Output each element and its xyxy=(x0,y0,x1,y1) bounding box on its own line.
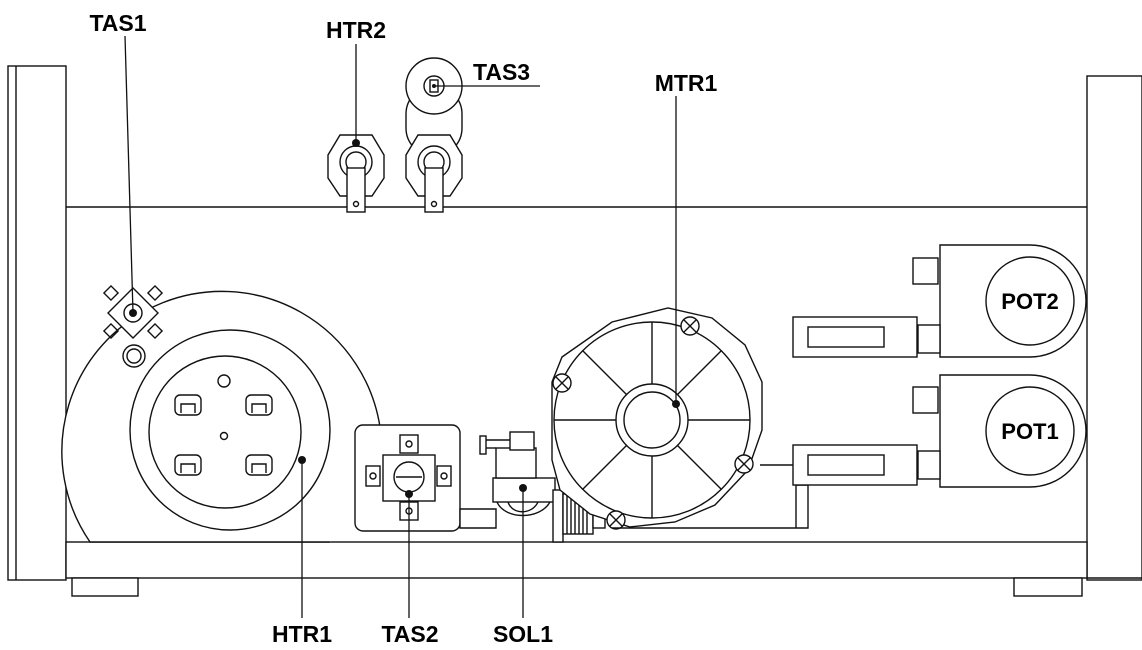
heater-tank xyxy=(61,290,381,543)
pot2-dial xyxy=(985,256,1075,346)
label-mtr1: MTR1 xyxy=(655,70,718,96)
label-tas3: TAS3 xyxy=(473,59,530,85)
mtr1-motor xyxy=(551,307,809,530)
pot2-shaft xyxy=(792,316,918,358)
tas2-bracket xyxy=(354,424,461,532)
pot2-potentiometer xyxy=(792,244,1087,358)
cabinet-frame xyxy=(7,65,1142,597)
tank-flange xyxy=(129,329,331,531)
fan-spokes xyxy=(554,322,750,518)
tas2-thermostat xyxy=(354,424,461,532)
leader-lines xyxy=(124,35,677,618)
tas1-reset-button xyxy=(122,344,146,368)
valve-inlet-pipe xyxy=(459,508,497,529)
pot1-shaft xyxy=(792,444,918,486)
label-htr2: HTR2 xyxy=(326,17,386,43)
element-terminals xyxy=(174,394,273,476)
right-foot xyxy=(1013,577,1083,597)
pot1-potentiometer xyxy=(792,374,1087,488)
tas1-leader xyxy=(124,35,134,314)
element-plate xyxy=(148,355,302,509)
label-tas2: TAS2 xyxy=(381,621,438,647)
component-labels: TAS1 HTR2 TAS3 MTR1 POT2 POT1 HTR1 TAS2 … xyxy=(89,10,1058,647)
pot1-dial xyxy=(985,386,1075,476)
base-plate xyxy=(65,541,1088,579)
left-side-panel xyxy=(7,65,67,581)
mounting-screws xyxy=(552,316,754,530)
left-foot xyxy=(71,577,139,597)
tas3-switch xyxy=(405,57,463,213)
htr2-switch xyxy=(327,134,385,213)
solenoid-coil xyxy=(495,447,537,479)
label-htr1: HTR1 xyxy=(272,621,332,647)
label-pot1: POT1 xyxy=(1001,419,1058,444)
label-pot2: POT2 xyxy=(1001,289,1058,314)
right-side-panel xyxy=(1086,75,1142,581)
label-tas1: TAS1 xyxy=(89,10,146,36)
label-sol1: SOL1 xyxy=(493,621,553,647)
